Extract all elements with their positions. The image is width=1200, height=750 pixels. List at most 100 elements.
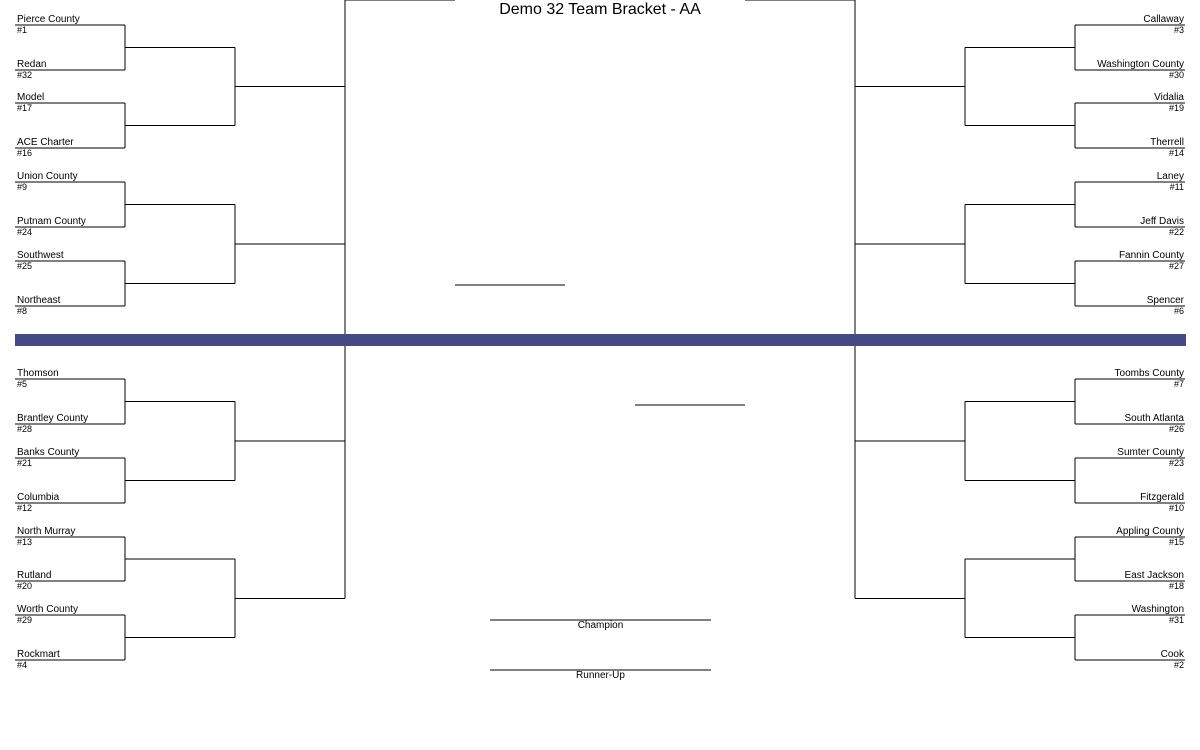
team-slot: Therrell#14 [1084, 137, 1184, 159]
region-divider [15, 334, 1186, 346]
team-name: Rockmart [17, 649, 60, 660]
team-seed: #18 [1168, 581, 1184, 591]
team-seed: #13 [17, 537, 33, 547]
team-seed: #9 [17, 182, 28, 192]
team-slot: Jeff Davis#22 [1084, 216, 1184, 238]
team-name: Vidalia [1154, 92, 1184, 103]
team-seed: #3 [1173, 25, 1184, 35]
team-name: Columbia [17, 492, 60, 503]
team-name: Putnam County [17, 216, 86, 227]
team-slot: Laney#11 [1084, 171, 1184, 193]
team-slot: Appling County#15 [1084, 526, 1184, 548]
team-name: Washington [1131, 604, 1184, 615]
team-name: ACE Charter [17, 137, 74, 148]
bracket-title: Demo 32 Team Bracket - AA [499, 1, 701, 18]
team-name: Redan [17, 59, 47, 70]
team-name: Fannin County [1118, 250, 1184, 261]
team-name: Model [17, 92, 45, 103]
team-seed: #2 [1173, 660, 1184, 670]
team-name: Laney [1156, 171, 1184, 182]
team-name: Washington County [1097, 59, 1184, 70]
team-seed: #11 [1169, 182, 1184, 192]
team-seed: #29 [17, 615, 33, 625]
team-slot: Rutland#20 [17, 570, 52, 592]
team-slot: ACE Charter#16 [17, 137, 74, 159]
team-name: Banks County [17, 447, 80, 458]
team-slot: Fannin County#27 [1084, 250, 1184, 272]
team-seed: #20 [17, 581, 33, 591]
team-seed: #14 [1168, 148, 1184, 158]
team-seed: #7 [1173, 379, 1184, 389]
team-seed: #12 [17, 503, 33, 513]
team-name: Sumter County [1117, 447, 1184, 458]
team-slot: Northeast#8 [17, 295, 61, 317]
team-slot: Putnam County#24 [17, 216, 86, 238]
team-slot: Brantley County#28 [17, 413, 89, 435]
team-seed: #22 [1168, 227, 1184, 237]
team-slot: Redan#32 [17, 59, 47, 81]
team-seed: #16 [17, 148, 33, 158]
team-slot: Rockmart#4 [17, 649, 60, 671]
team-slot: North Murray#13 [17, 526, 76, 548]
team-seed: #23 [1168, 458, 1184, 468]
team-seed: #24 [17, 227, 33, 237]
team-slot: Banks County#21 [17, 447, 80, 469]
team-slot: Washington County#30 [1084, 59, 1184, 81]
team-name: Spencer [1146, 295, 1184, 306]
team-slot: Washington#31 [1084, 604, 1184, 626]
team-seed: #8 [17, 306, 28, 316]
team-slot: Pierce County#1 [17, 14, 80, 36]
team-name: Northeast [17, 295, 61, 306]
team-name: East Jackson [1124, 570, 1184, 581]
team-seed: #28 [17, 424, 33, 434]
team-seed: #15 [1168, 537, 1184, 547]
team-slot: Spencer#6 [1084, 295, 1184, 317]
team-name: North Murray [17, 526, 76, 537]
team-seed: #25 [17, 261, 33, 271]
team-name: Callaway [1143, 14, 1184, 25]
team-slot: Worth County#29 [17, 604, 78, 626]
team-slot: Thomson#5 [17, 368, 59, 390]
champion-label: Champion [577, 620, 624, 631]
team-slot: South Atlanta#26 [1084, 413, 1185, 435]
team-name: Therrell [1150, 137, 1184, 148]
team-slot: Cook#2 [1084, 649, 1184, 671]
team-name: Appling County [1116, 526, 1184, 537]
team-slot: Columbia#12 [17, 492, 60, 514]
team-slot: Union County#9 [17, 172, 78, 193]
team-seed: #31 [1168, 615, 1184, 625]
team-name: Jeff Davis [1140, 216, 1184, 227]
team-slot: Callaway#3 [1084, 14, 1184, 36]
team-slot: East Jackson#18 [1084, 570, 1184, 592]
team-name: Worth County [17, 604, 78, 615]
team-name: Cook [1160, 649, 1184, 660]
team-name: Toombs County [1114, 368, 1184, 379]
team-seed: #4 [17, 660, 28, 670]
team-name: South Atlanta [1124, 413, 1185, 424]
team-seed: #32 [17, 70, 33, 80]
team-name: Rutland [17, 570, 52, 581]
team-seed: #21 [17, 458, 33, 468]
team-seed: #26 [1168, 424, 1184, 434]
team-seed: #27 [1168, 261, 1184, 271]
team-slot: Sumter County#23 [1084, 447, 1184, 469]
team-slot: Toombs County#7 [1084, 368, 1184, 390]
runner-up-label: Runner-Up [576, 670, 625, 681]
team-slot: Southwest#25 [17, 250, 64, 272]
team-name: Pierce County [17, 14, 80, 25]
team-seed: #1 [17, 25, 28, 35]
team-name: Fitzgerald [1140, 492, 1184, 503]
team-slot: Model#17 [17, 92, 45, 114]
team-seed: #10 [1168, 503, 1184, 513]
team-name: Southwest [17, 250, 64, 261]
team-seed: #19 [1168, 103, 1184, 113]
team-seed: #17 [17, 103, 33, 113]
team-name: Thomson [17, 368, 59, 379]
team-slot: Fitzgerald#10 [1084, 492, 1184, 514]
team-name: Brantley County [17, 413, 89, 424]
team-seed: #6 [1173, 306, 1184, 316]
team-seed: #30 [1168, 70, 1184, 80]
team-slot: Vidalia#19 [1084, 92, 1184, 114]
team-seed: #5 [17, 379, 28, 389]
